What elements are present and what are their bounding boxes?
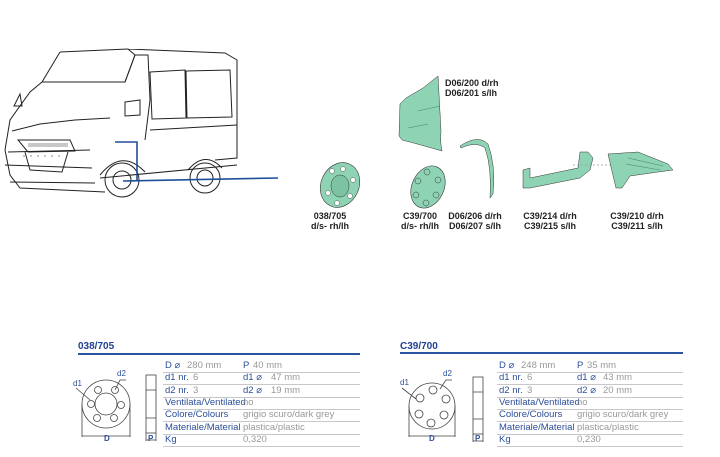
spec-label: Kg <box>165 433 177 445</box>
spec-value: 3 <box>193 384 199 396</box>
spec-label: P <box>243 360 250 371</box>
section-title: 038/705 <box>78 341 115 352</box>
spec-value: 40 mm <box>253 360 283 371</box>
spec-value: 280 mm <box>187 360 222 371</box>
part-code: D06/207 s/lh <box>448 221 502 231</box>
spec-row: Colore/Colours grigio scuro/dark grey <box>497 409 683 423</box>
wheel-arch-trim-image <box>459 139 495 199</box>
spec-value: 47 mm <box>271 372 301 384</box>
spec-label: d1 ⌀ <box>243 372 262 384</box>
spec-label: d1 nr. <box>165 372 189 384</box>
sill-panel-image <box>522 151 613 189</box>
dim-label-D: D <box>429 434 435 443</box>
spec-label: d2 nr. <box>165 384 189 396</box>
van-illustration <box>4 48 279 198</box>
spec-label: D ⌀ <box>165 360 181 371</box>
dim-label-d2: d2 <box>117 369 126 378</box>
spec-value: plastica/plastic <box>577 421 639 433</box>
part-code: D06/206 d/rh <box>448 211 502 221</box>
hubcap-038-705-image <box>319 162 361 208</box>
spec-label: d1 nr. <box>499 372 523 384</box>
hubcap-c39-700-image <box>410 165 446 209</box>
spec-value: 6 <box>527 372 533 384</box>
part-code: C39/215 s/lh <box>523 221 577 231</box>
dim-label-d1: d1 <box>73 379 82 388</box>
spec-value: plastica/plastic <box>243 421 305 433</box>
spec-row: d1 nr. 6 d1 ⌀ 47 mm <box>163 372 360 386</box>
part-label-c39-214: C39/214 d/rh C39/215 s/lh <box>520 211 580 231</box>
spec-label: d1 ⌀ <box>577 372 596 384</box>
spec-label: Kg <box>499 433 511 445</box>
spec-label: Colore/Colours <box>499 409 563 421</box>
spec-label: Ventilata/Ventilated <box>165 396 246 408</box>
spec-row: d1 nr. 6 d1 ⌀ 43 mm <box>497 372 683 386</box>
spec-row: d2 nr. 3 d2 ⌀ 20 mm <box>497 385 683 398</box>
hubcap-dimension-diagram <box>75 374 157 441</box>
part-code: C39/210 d/rh <box>610 211 664 221</box>
part-code: D06/201 s/lh <box>445 88 498 98</box>
spec-value: 20 mm <box>603 384 633 396</box>
dim-label-P: P <box>475 434 481 443</box>
section-title: C39/700 <box>400 341 438 352</box>
floor-panel-image <box>607 151 674 189</box>
spec-value: no <box>243 396 254 408</box>
spec-row: Kg 0,230 <box>497 434 683 447</box>
spec-value: grigio scuro/dark grey <box>577 409 669 421</box>
spec-label: Materiale/Material <box>165 421 241 433</box>
spec-row: Kg 0,320 <box>163 434 360 447</box>
spec-label: P <box>577 360 584 371</box>
spec-row: d2 nr. 3 d2 ⌀ 19 mm <box>163 385 360 398</box>
pointer-line <box>115 141 279 182</box>
front-fender-image <box>398 75 443 152</box>
spec-value: 0,320 <box>243 433 267 445</box>
part-label-c39-210: C39/210 d/rh C39/211 s/lh <box>607 211 667 231</box>
dim-label-d1: d1 <box>400 378 409 387</box>
spec-row: Colore/Colours grigio scuro/dark grey <box>163 409 360 423</box>
part-code: 038/705 <box>313 211 347 221</box>
dim-label-d2: d2 <box>443 369 452 378</box>
spec-value: grigio scuro/dark grey <box>243 409 335 421</box>
part-code: C39/700 <box>402 211 438 221</box>
dim-label-P: P <box>148 434 154 443</box>
part-label-d06-206: D06/206 d/rh D06/207 s/lh <box>445 211 505 231</box>
part-code: C39/214 d/rh <box>523 211 577 221</box>
spec-label: Ventilata/Ventilated <box>499 396 580 408</box>
spec-label: Colore/Colours <box>165 409 229 421</box>
part-code: C39/211 s/lh <box>611 221 663 231</box>
spec-value: 6 <box>193 372 199 384</box>
spec-label: d2 nr. <box>499 384 523 396</box>
spec-label: d2 ⌀ <box>243 384 262 396</box>
spec-label: Materiale/Material <box>499 421 575 433</box>
rear-wheel <box>189 162 221 194</box>
spec-value: 3 <box>527 384 533 396</box>
part-side: d/s- rh/lh <box>311 221 349 231</box>
spec-value: no <box>577 396 588 408</box>
part-side: d/s- rh/lh <box>401 221 439 231</box>
part-label-d06-200: D06/200 d/rh D06/201 s/lh <box>445 78 499 98</box>
spec-label: D ⌀ <box>499 360 515 371</box>
spec-label: d2 ⌀ <box>577 384 596 396</box>
section-divider <box>400 352 683 354</box>
spec-value: 43 mm <box>603 372 633 384</box>
spec-value: 19 mm <box>271 384 301 396</box>
section-divider <box>78 353 360 355</box>
spec-value: 35 mm <box>587 360 617 371</box>
part-label-c39-700: C39/700 d/s- rh/lh <box>395 211 445 231</box>
part-label-038-705: 038/705 d/s- rh/lh <box>305 211 355 231</box>
hubcap-dimension-diagram <box>401 376 484 442</box>
part-code: D06/200 d/rh <box>445 78 499 88</box>
spec-value: 0,230 <box>577 433 601 445</box>
spec-value: 248 mm <box>521 360 556 371</box>
dim-label-D: D <box>104 434 110 443</box>
